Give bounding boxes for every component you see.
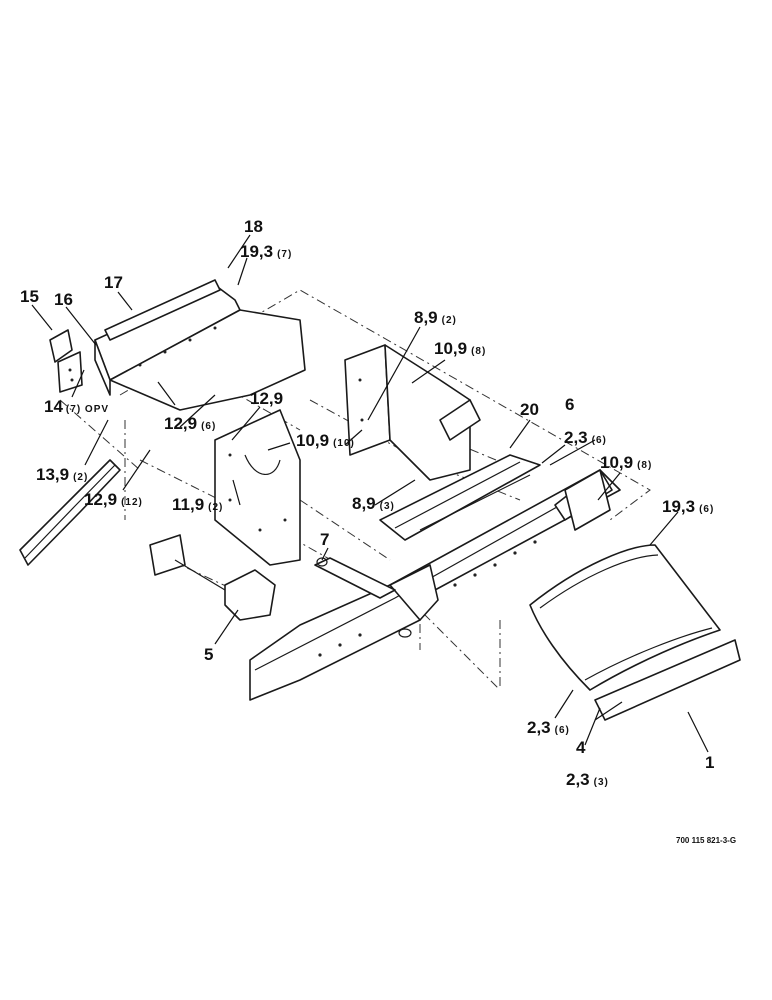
- callout-labels: 18 19,3(7) 17 15 16 14(7) OPV 12,9(6) 12…: [20, 217, 714, 789]
- callout-7: 7: [320, 530, 329, 549]
- callout-5: 5: [204, 645, 213, 664]
- callout-14-7-opv: 14(7) OPV: [44, 397, 109, 416]
- callout-10-9-8a: 10,9(8): [434, 339, 486, 358]
- callout-10-9-8b: 10,9(8): [600, 453, 652, 472]
- callout-8-9-3: 8,9(3): [352, 494, 395, 513]
- upright-panel: [564, 469, 611, 531]
- callout-2-3-6b: 2,3(6): [527, 718, 570, 737]
- center-plate: [214, 409, 301, 566]
- callout-15: 15: [20, 287, 39, 306]
- callout-19-3-6: 19,3(6): [662, 497, 714, 516]
- callout-12-9: 12,9: [250, 389, 283, 408]
- callout-17: 17: [104, 273, 123, 292]
- callout-13-9-2: 13,9(2): [36, 465, 88, 484]
- left-frame-rail: [19, 459, 121, 566]
- callout-2-3-3: 2,3(3): [566, 770, 609, 789]
- leader-lines: [31, 234, 709, 753]
- callout-16: 16: [54, 290, 73, 309]
- curved-shield-4: [529, 544, 721, 691]
- callout-18: 18: [244, 217, 263, 236]
- tube-7: [314, 557, 396, 599]
- rear-bracket-panel: [94, 279, 306, 411]
- callout-6: 6: [565, 395, 574, 414]
- flat-plate-1: [594, 639, 741, 721]
- end-brackets: [49, 329, 83, 393]
- callout-19-3-7: 19,3(7): [240, 242, 292, 261]
- channel-20: [379, 454, 541, 541]
- figure-code: 700 115 821-3-G: [676, 836, 736, 845]
- callout-4: 4: [576, 738, 586, 757]
- callout-20: 20: [520, 400, 539, 419]
- callout-2-3-6a: 2,3(6): [564, 428, 607, 447]
- callout-8-9-2: 8,9(2): [414, 308, 457, 327]
- callout-12-9-6: 12,9(6): [164, 414, 216, 433]
- mid-bracket-assembly: [344, 344, 481, 481]
- callout-1: 1: [705, 753, 714, 772]
- callout-11-9-2: 11,9(2): [172, 495, 223, 514]
- callout-10-9-10: 10,9(10): [296, 431, 355, 450]
- mounting-bracket-5: [149, 534, 276, 621]
- callout-12-9-12: 12,9(12): [84, 490, 143, 509]
